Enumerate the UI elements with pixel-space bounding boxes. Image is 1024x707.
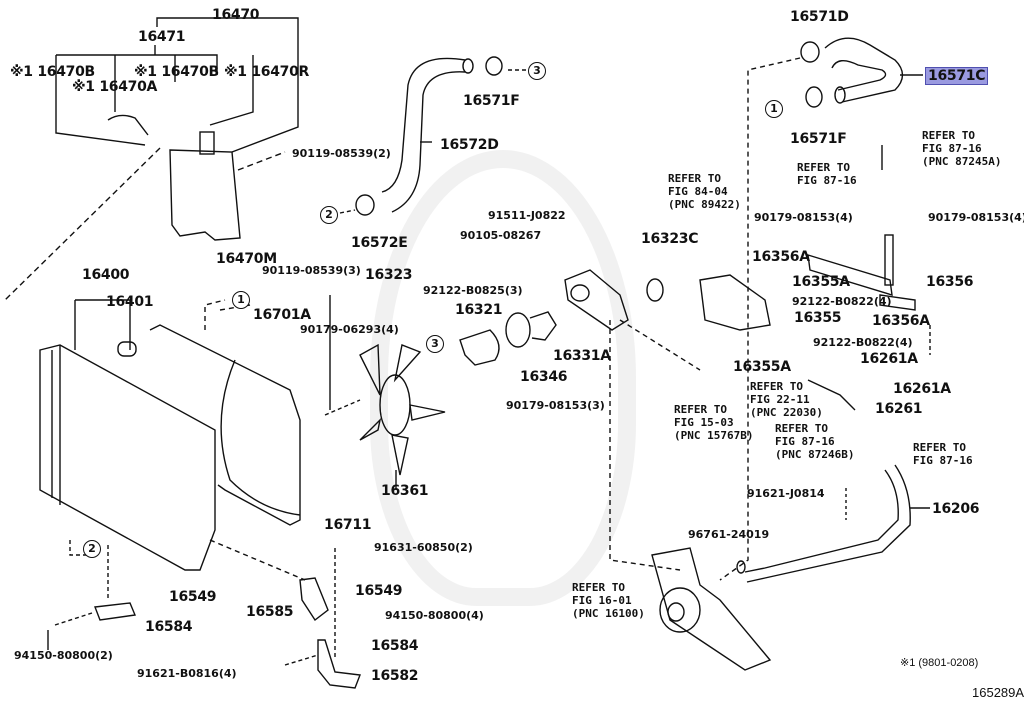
callout-circle-1-left[interactable]: 1 <box>232 291 250 309</box>
callout-circle-2-hose[interactable]: 2 <box>320 206 338 224</box>
mount-brackets-drawing <box>47 539 361 689</box>
water-pump-drawing <box>651 547 772 671</box>
callout-circle-3-inlet[interactable]: 3 <box>426 335 444 353</box>
callout-circle-3-top[interactable]: 3 <box>528 62 546 80</box>
part-label-92122-B0822-a[interactable]: 92122-B0822(4) <box>792 295 892 308</box>
part-label-91631-60850[interactable]: 91631-60850(2) <box>374 541 473 554</box>
reference-fig-15-03[interactable]: REFER TO FIG 15-03 (PNC 15767B) <box>674 403 754 442</box>
part-label-16331A[interactable]: 16331A <box>553 348 611 364</box>
part-label-90179-08153-3[interactable]: 90179-08153(3) <box>506 399 605 412</box>
part-label-90119-08539-3[interactable]: 90119-08539(3) <box>262 264 361 277</box>
part-label-91621-B0816[interactable]: 91621-B0816(4) <box>137 667 237 680</box>
reference-fig-87-16-mid[interactable]: REFER TO FIG 87-16 <box>797 161 857 187</box>
part-label-90105-08267[interactable]: 90105-08267 <box>460 229 542 242</box>
part-label-16323[interactable]: 16323 <box>365 267 413 283</box>
part-label-16323C[interactable]: 16323C <box>641 231 699 247</box>
part-label-16470B[interactable]: ※1 16470B <box>10 64 95 80</box>
part-label-16355A-b[interactable]: 16355A <box>733 359 791 375</box>
part-label-94150-80800-2[interactable]: 94150-80800(2) <box>14 649 113 662</box>
part-label-90179-08153-4b[interactable]: 90179-08153(4) <box>928 211 1024 224</box>
fan-shroud-drawing <box>149 295 361 526</box>
part-label-90179-08153-4a[interactable]: 90179-08153(4) <box>754 211 853 224</box>
part-label-16571F-right[interactable]: 16571F <box>790 131 847 147</box>
part-label-92122-B0822-b[interactable]: 92122-B0822(4) <box>813 336 913 349</box>
part-label-16261A-a[interactable]: 16261A <box>860 351 918 367</box>
part-label-16400[interactable]: 16400 <box>82 267 130 283</box>
part-label-16571D[interactable]: 16571D <box>790 9 849 25</box>
part-label-16361[interactable]: 16361 <box>381 483 429 499</box>
part-label-16470R[interactable]: ※1 16470R <box>224 64 310 80</box>
part-label-16206[interactable]: 16206 <box>932 501 980 517</box>
part-label-16549-left[interactable]: 16549 <box>169 589 217 605</box>
part-label-16346[interactable]: 16346 <box>520 369 568 385</box>
reservoir-tank-drawing <box>4 114 286 301</box>
part-label-92122-B0825[interactable]: 92122-B0825(3) <box>423 284 523 297</box>
part-label-16470B-2[interactable]: ※1 16470B <box>134 64 219 80</box>
reference-fig-16-01[interactable]: REFER TO FIG 16-01 (PNC 16100) <box>572 581 645 620</box>
reference-fig-84-04[interactable]: REFER TO FIG 84-04 (PNC 89422) <box>668 172 741 211</box>
part-label-16321[interactable]: 16321 <box>455 302 503 318</box>
part-label-91621-J0814[interactable]: 91621-J0814 <box>747 487 825 500</box>
part-label-16572D[interactable]: 16572D <box>440 137 499 153</box>
footnote-date-range: ※1 (9801-0208) <box>900 657 979 669</box>
part-label-90119-08539-2[interactable]: 90119-08539(2) <box>292 147 391 160</box>
part-label-16470[interactable]: 16470 <box>212 7 260 23</box>
callout-circle-2-radiator[interactable]: 2 <box>83 540 101 558</box>
part-label-16582[interactable]: 16582 <box>371 668 419 684</box>
part-label-94150-80800-4[interactable]: 94150-80800(4) <box>385 609 484 622</box>
part-label-16571C-highlighted[interactable]: 16571C <box>925 67 989 85</box>
part-label-16584-left[interactable]: 16584 <box>145 619 193 635</box>
water-outlet-drawing <box>699 145 931 411</box>
part-label-16356[interactable]: 16356 <box>926 274 974 290</box>
part-label-16701A[interactable]: 16701A <box>253 307 311 323</box>
part-label-16549-right[interactable]: 16549 <box>355 583 403 599</box>
reference-fig-22-11[interactable]: REFER TO FIG 22-11 (PNC 22030) <box>750 380 823 419</box>
part-label-16571F-top[interactable]: 16571F <box>463 93 520 109</box>
leader-lines-reservoir <box>55 17 299 153</box>
part-label-16470M[interactable]: 16470M <box>216 251 277 267</box>
part-label-90179-06293[interactable]: 90179-06293(4) <box>300 323 399 336</box>
hose-16571C-drawing <box>719 37 923 581</box>
part-label-16261A-b[interactable]: 16261A <box>893 381 951 397</box>
reference-fig-87-16-b[interactable]: REFER TO FIG 87-16 (PNC 87246B) <box>775 422 855 461</box>
part-label-16356A-b[interactable]: 16356A <box>872 313 930 329</box>
part-label-16356A-a[interactable]: 16356A <box>752 249 810 265</box>
water-pipe-16206-drawing <box>736 464 930 583</box>
part-label-16355A-a[interactable]: 16355A <box>792 274 850 290</box>
part-label-16585[interactable]: 16585 <box>246 604 294 620</box>
reference-fig-87-16-right[interactable]: REFER TO FIG 87-16 <box>913 441 973 467</box>
part-label-16584-right[interactable]: 16584 <box>371 638 419 654</box>
part-label-16470A[interactable]: ※1 16470A <box>72 79 158 95</box>
part-label-16401[interactable]: 16401 <box>106 294 154 310</box>
part-label-16471[interactable]: 16471 <box>138 29 186 45</box>
part-label-91511-J0822[interactable]: 91511-J0822 <box>488 209 566 222</box>
part-label-16572E[interactable]: 16572E <box>351 235 408 251</box>
part-label-96761-24019[interactable]: 96761-24019 <box>688 528 770 541</box>
part-label-16261[interactable]: 16261 <box>875 401 923 417</box>
radiator-drawing <box>39 299 216 600</box>
part-label-16711[interactable]: 16711 <box>324 517 372 533</box>
callout-circle-1-right[interactable]: 1 <box>765 100 783 118</box>
part-label-16355[interactable]: 16355 <box>794 310 842 326</box>
fan-drawing <box>359 343 446 490</box>
illustration-id: 165289A <box>972 685 1024 700</box>
reference-fig-87-16-top[interactable]: REFER TO FIG 87-16 (PNC 87245A) <box>922 129 1002 168</box>
thermostat-housing-drawing <box>459 269 701 571</box>
hose-16572D-drawing <box>339 56 528 216</box>
